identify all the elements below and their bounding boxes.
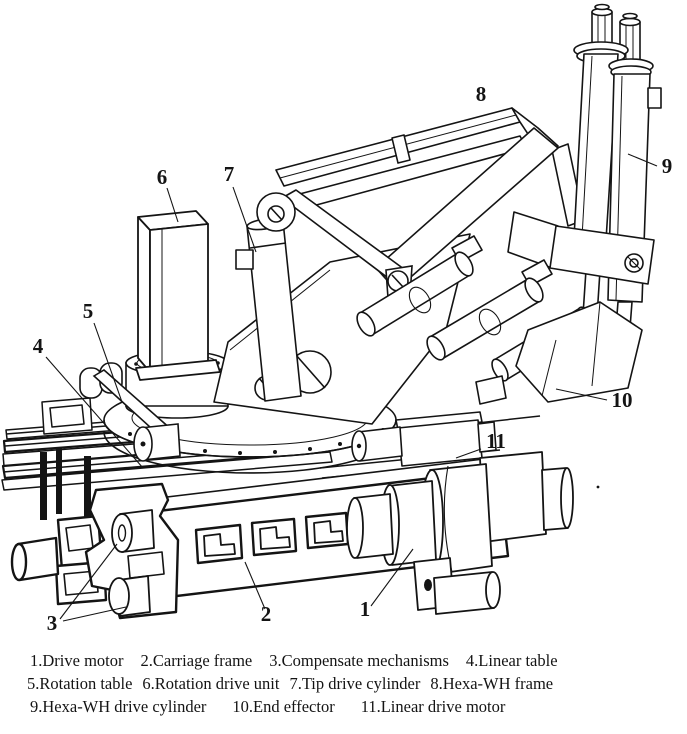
mechanism-line-drawing: 1 2 3 4 5 6 7 8 9 10 11 [1,3,673,635]
drive-motor [346,451,574,615]
rotation-drive-unit-tower [135,210,221,381]
legend-item: 11.Linear drive motor [360,697,506,716]
legend-item: 10.End effector [232,697,335,716]
leader-line-3 [59,543,118,620]
figure-label-4: 4 [33,334,44,358]
legend-item: 2.Carriage frame [140,651,253,670]
figure-labels: 1 2 3 4 5 6 7 8 9 10 11 [33,82,673,635]
hexa-wh-drive-cylinders [507,3,662,360]
leader-line-3 [62,606,127,622]
leader-line-4 [45,356,144,469]
leader-line-5 [93,322,123,403]
hexa-wh-frame [275,107,585,291]
leader-line-2 [244,561,266,610]
figure-label-2: 2 [261,602,272,626]
legend-item: 4.Linear table [465,651,558,670]
legend-row-3: 9.Hexa-WH drive cylinder 10.End effector… [0,695,687,718]
leader-line-10 [555,388,608,401]
leader-line-9 [627,153,658,167]
end-effector-cluster [356,235,643,405]
figure-label-11: 11 [486,429,506,453]
figure-label-6: 6 [157,165,168,189]
legend-item: 9.Hexa-WH drive cylinder [30,697,207,716]
figure-label-5: 5 [83,299,94,323]
legend-item: 5.Rotation table [27,674,133,693]
figure-label-3: 3 [47,611,58,635]
figure-label-9: 9 [662,154,673,178]
leader-line-11 [455,448,482,459]
legend-item: 1.Drive motor [30,651,124,670]
legend-item: 3.Compensate mechanisms [269,651,449,670]
leader-line-6 [166,187,179,223]
figure-label-1: 1 [360,597,371,621]
legend: 1.Drive motor 2.Carriage frame 3.Compens… [0,649,687,718]
linear-drive-motor [351,411,497,467]
compensate-mechanisms [10,448,180,620]
legend-row-2: 5.Rotation table 6.Rotation drive unit 7… [0,672,687,695]
figure-label-10: 10 [612,388,633,412]
legend-item: 8.Hexa-WH frame [430,674,554,693]
legend-item: 7.Tip drive cylinder [289,674,421,693]
leader-line-1 [370,548,414,607]
ink-speck [596,485,600,489]
figure-label-7: 7 [224,162,235,186]
figure-label-8: 8 [476,82,487,106]
leader-line-7 [232,186,257,253]
legend-row-1: 1.Drive motor 2.Carriage frame 3.Compens… [0,649,687,672]
legend-item: 6.Rotation drive unit [142,674,280,693]
